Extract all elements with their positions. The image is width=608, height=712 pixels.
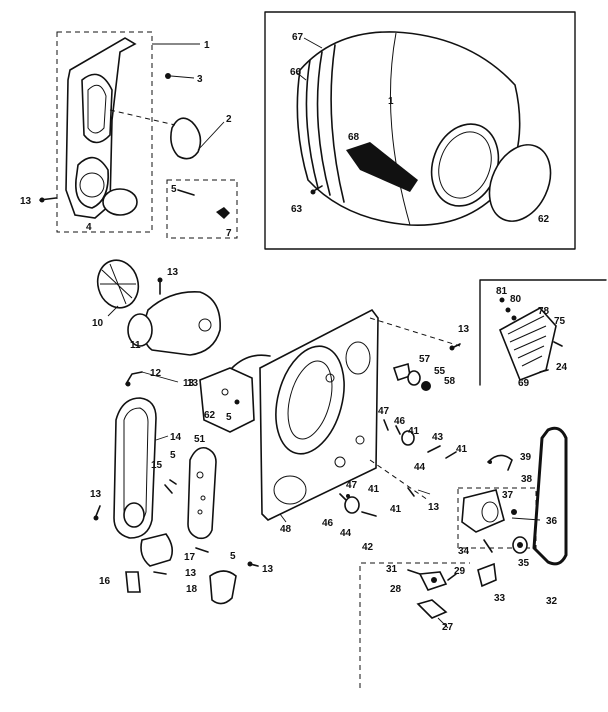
callout-5-rear: 5 [226,412,232,423]
blower-group: 10 11 13 [92,259,221,356]
callout-37: 37 [502,490,514,501]
callout-41-c: 41 [368,484,380,495]
callout-12: 12 [150,368,162,379]
callout-13-left: 13 [90,489,102,500]
callout-13-blower: 13 [167,267,179,278]
callout-81: 81 [496,286,508,297]
callout-29: 29 [454,566,466,577]
callout-78: 78 [538,306,550,317]
callout-13-duct: 13 [183,378,195,389]
callout-2: 2 [226,114,232,125]
callout-46: 46 [394,416,406,427]
callout-58: 58 [444,376,456,387]
callout-39: 39 [520,452,532,463]
callout-68: 68 [348,132,360,143]
front-bulkhead-group: 1 2 3 4 5 7 13 [20,31,238,239]
callout-36: 36 [546,516,558,527]
switch-group: 31 29 28 33 27 [359,562,506,688]
rear-panel-part [259,308,379,521]
callout-69: 69 [518,378,530,389]
callout-63: 63 [291,204,303,215]
callout-31: 31 [386,564,398,575]
heater-inset-group: 81 80 78 75 24 69 [479,279,607,389]
callout-13-lower: 13 [428,502,440,513]
callout-14: 14 [170,432,182,443]
callout-13-right: 13 [262,564,274,575]
callout-41-d: 41 [390,504,402,515]
callout-18: 18 [186,584,198,595]
callout-47: 47 [378,406,390,417]
callout-80: 80 [510,294,522,305]
callout-28: 28 [390,584,402,595]
callout-24: 24 [556,362,568,373]
callout-16: 16 [99,576,111,587]
callout-44: 44 [414,462,426,473]
callout-13-rear: 13 [187,378,199,389]
seal-ring-part [170,117,202,160]
callout-10: 10 [92,318,104,329]
callout-42: 42 [362,542,374,553]
motor-belt-group: 39 38 37 36 34 35 32 [457,426,568,607]
callout-11: 11 [130,340,141,351]
blower-housing-part [143,291,221,356]
callout-5: 5 [171,184,177,195]
callout-7: 7 [226,228,232,239]
callout-1: 1 [204,40,210,51]
drum-baffle-part [346,142,418,192]
callout-27: 27 [442,622,454,633]
callout-47-b: 47 [346,480,358,491]
callout-17: 17 [184,552,196,563]
callout-75: 75 [554,316,566,327]
callout-5-lower: 5 [230,551,236,562]
callout-13-valve: 13 [458,324,470,335]
callout-62-rear: 62 [204,410,216,421]
lint-screen-part [102,188,138,216]
callout-67: 67 [292,32,304,43]
callout-35: 35 [518,558,530,569]
exhaust-part [209,570,237,605]
callout-41-b: 41 [456,444,468,455]
valve-group: 57 55 58 13 47 46 41 43 41 44 47 41 46 4… [322,324,470,553]
callout-44-b: 44 [340,528,352,539]
callout-15: 15 [151,460,163,471]
rear-panel-group: 62 5 13 48 [187,308,461,535]
callout-41: 41 [408,426,420,437]
callout-3: 3 [197,74,203,85]
callout-5-duct: 5 [170,450,176,461]
callout-13: 13 [20,196,32,207]
duct-group: 12 13 14 15 5 51 13 17 5 16 13 18 13 [90,368,274,605]
callout-43: 43 [432,432,444,443]
elbow-part [140,533,174,567]
callout-62: 62 [538,214,550,225]
callout-55: 55 [434,366,446,377]
callout-32: 32 [546,596,558,607]
duct-cover-part [187,446,217,540]
drum-ring-part [488,144,552,222]
callout-33: 33 [494,593,506,604]
drive-belt-part [532,426,568,566]
callout-13-mid: 13 [185,568,197,579]
callout-4: 4 [86,222,92,233]
callout-66: 66 [290,67,302,78]
callout-46-b: 46 [322,518,334,529]
callout-1-drum: 1 [388,96,394,107]
callout-38: 38 [521,474,533,485]
drum-group: 67 66 1 68 63 62 [264,11,576,250]
bracket-part [199,367,255,433]
callout-51: 51 [194,434,206,445]
callout-34: 34 [458,546,470,557]
switch-bracket-part [477,562,497,588]
callout-48: 48 [280,524,292,535]
callout-57: 57 [419,354,431,365]
